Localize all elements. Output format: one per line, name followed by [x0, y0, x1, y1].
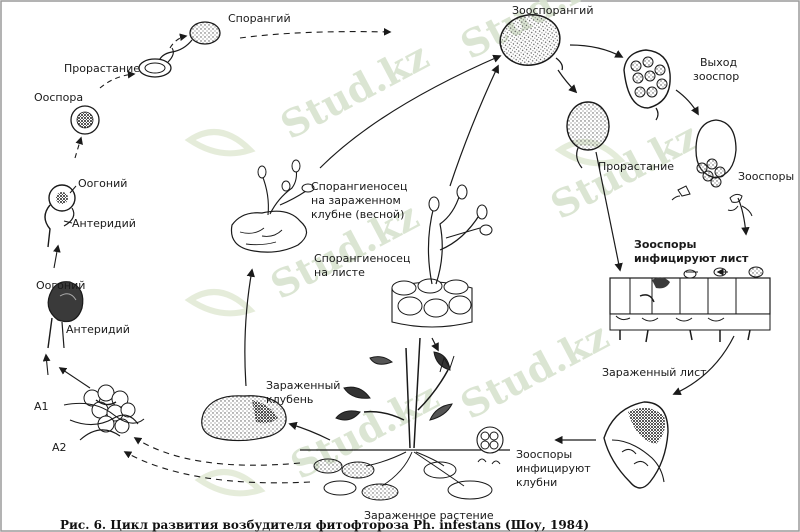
label-sporangiophore-tuber-2: на зараженном: [311, 194, 401, 207]
oospore-illustration: [70, 105, 100, 135]
watermark-text: Stud.kz: [273, 33, 436, 148]
infected-leaf-illustration: [603, 401, 669, 489]
oogonium-antheridium-1-illustration: [44, 184, 76, 248]
watermark-text: Stud.kz: [453, 313, 616, 428]
germination-top-illustration: [138, 47, 174, 78]
figure-caption: Рис. 6. Цикл развития возбудителя фитофт…: [60, 518, 589, 532]
label-infected-leaf: Зараженный лист: [602, 366, 707, 379]
label-zoospores-infect-tubers-2: инфицируют: [516, 462, 591, 475]
label-sporangiophore-tuber-1: Спорангиеносец: [311, 180, 407, 193]
label-oospore: Ооспора: [34, 91, 83, 104]
zoospore-release-illustration: [623, 49, 671, 121]
label-zoospores-infect-tubers-1: Зооспоры: [516, 448, 572, 461]
label-germination-right: Прорастание: [598, 160, 674, 173]
label-zoospores-infect-leaf-2: инфицируют лист: [634, 252, 749, 265]
zoospores-illustration: [671, 119, 753, 217]
sporangium-top-illustration: [157, 21, 221, 65]
label-oogonium-1: Оогоний: [78, 177, 127, 190]
label-germination-top: Прорастание: [64, 62, 140, 75]
label-zoospores-infect-leaf-1: Зооспоры: [634, 238, 696, 251]
mycelium-a1-a2-illustration: [63, 384, 145, 441]
infected-plant-illustration: [300, 337, 510, 501]
label-antheridium-2: Антеридий: [66, 323, 130, 336]
sporangiophore-leaf-illustration: [391, 184, 493, 328]
label-oogonium-2: Оогоний: [36, 279, 85, 292]
label-sporangiophore-leaf-2: на листе: [314, 266, 365, 279]
germination-right-illustration: [566, 101, 610, 169]
label-zoospore-release-2: зооспор: [693, 70, 739, 83]
label-a2: A2: [52, 441, 67, 454]
label-infected-plant: Зараженное растение: [364, 509, 494, 522]
label-zoospores-infect-tubers-3: клубни: [516, 476, 557, 489]
label-sporangiophore-tuber-3: клубне (весной): [311, 208, 404, 221]
zoosporangium-illustration: [499, 14, 564, 71]
label-zoosporangium: Зооспорангий: [512, 4, 593, 17]
label-sporangium: Спорангий: [228, 12, 291, 25]
label-zoospore-release-1: Выход: [700, 56, 737, 69]
label-a1: A1: [34, 400, 49, 413]
infected-tuber-illustration: [201, 395, 287, 442]
label-sporangiophore-leaf-1: Спорангиеносец: [314, 252, 410, 265]
label-infected-tuber-2: клубень: [266, 393, 313, 406]
leaf-infection-illustration: [609, 267, 771, 343]
oogonium-antheridium-2-illustration: [47, 281, 84, 349]
asexual-cycle-arrows: [244, 44, 750, 445]
label-infected-tuber-1: Зараженный: [266, 379, 340, 392]
sporangiophore-tuber-illustration: [230, 159, 315, 253]
sexual-cycle-arrows: [42, 28, 392, 484]
label-zoospores: Зооспоры: [738, 170, 794, 183]
label-antheridium-1: Антеридий: [72, 217, 136, 230]
